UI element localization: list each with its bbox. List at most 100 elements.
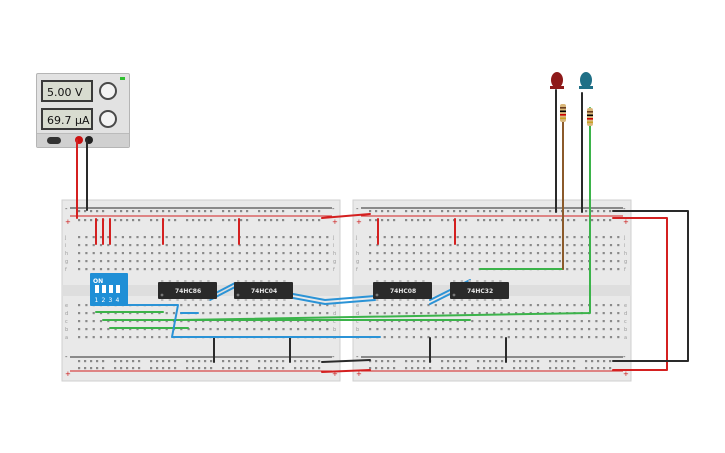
hole[interactable] (609, 328, 613, 331)
hole[interactable] (282, 219, 285, 222)
hole[interactable] (264, 219, 267, 222)
hole[interactable] (156, 219, 159, 222)
hole[interactable] (420, 244, 423, 247)
hole[interactable] (92, 312, 95, 315)
hole[interactable] (529, 252, 532, 255)
hole[interactable] (85, 328, 88, 331)
hole[interactable] (99, 312, 103, 315)
hole[interactable] (375, 360, 378, 363)
hole[interactable] (485, 304, 488, 307)
hole[interactable] (270, 360, 273, 363)
hole[interactable] (260, 252, 263, 255)
hole[interactable] (120, 219, 123, 222)
hole[interactable] (172, 252, 176, 255)
hole[interactable] (551, 244, 554, 247)
hole[interactable] (114, 210, 117, 213)
hole[interactable] (114, 320, 117, 323)
hole[interactable] (369, 304, 372, 307)
hole[interactable] (442, 328, 445, 331)
hole[interactable] (174, 210, 177, 213)
hole[interactable] (495, 367, 498, 370)
hole[interactable] (326, 328, 329, 331)
hole[interactable] (234, 360, 237, 363)
hole[interactable] (158, 260, 161, 263)
hole[interactable] (405, 252, 408, 255)
hole[interactable] (114, 360, 117, 363)
hole[interactable] (312, 367, 315, 370)
hole[interactable] (297, 260, 300, 263)
hole[interactable] (515, 304, 518, 307)
hole[interactable] (522, 320, 525, 323)
hole[interactable] (210, 360, 213, 363)
hole[interactable] (390, 236, 394, 239)
hole[interactable] (276, 360, 279, 363)
hole[interactable] (544, 252, 547, 255)
hole[interactable] (515, 328, 518, 331)
hole[interactable] (513, 210, 516, 213)
hole[interactable] (304, 244, 307, 247)
hole[interactable] (405, 244, 408, 247)
hole[interactable] (544, 304, 547, 307)
hole[interactable] (260, 268, 263, 271)
power-supply[interactable]: 5.00 V 69.7 µA (36, 73, 130, 148)
hole[interactable] (151, 268, 154, 271)
hole[interactable] (522, 312, 525, 315)
hole[interactable] (434, 236, 437, 239)
wire-rail-loop-red[interactable] (612, 217, 668, 371)
hole[interactable] (390, 244, 394, 247)
hole[interactable] (383, 320, 386, 323)
hole[interactable] (489, 367, 492, 370)
hole[interactable] (300, 360, 303, 363)
hole[interactable] (121, 236, 124, 239)
hole[interactable] (92, 252, 95, 255)
hole[interactable] (194, 320, 197, 323)
hole[interactable] (456, 336, 459, 339)
hole[interactable] (143, 268, 146, 271)
hole[interactable] (114, 236, 117, 239)
hole[interactable] (369, 320, 372, 323)
hole[interactable] (405, 304, 408, 307)
hole[interactable] (275, 304, 278, 307)
hole[interactable] (471, 336, 474, 339)
hole[interactable] (216, 312, 219, 315)
hole[interactable] (216, 260, 219, 263)
hole[interactable] (78, 312, 81, 315)
hole[interactable] (260, 312, 263, 315)
hole[interactable] (465, 360, 468, 363)
hole[interactable] (617, 304, 620, 307)
hole[interactable] (595, 260, 598, 263)
hole[interactable] (326, 260, 329, 263)
hole[interactable] (99, 244, 103, 247)
hole[interactable] (375, 219, 378, 222)
hole[interactable] (449, 244, 452, 247)
hole[interactable] (180, 236, 183, 239)
hole[interactable] (566, 320, 569, 323)
hole[interactable] (85, 268, 88, 271)
ic-chip[interactable] (158, 280, 217, 301)
hole[interactable] (463, 328, 467, 331)
hole[interactable] (162, 210, 165, 213)
hole[interactable] (398, 312, 401, 315)
hole[interactable] (107, 244, 110, 247)
hole[interactable] (92, 320, 95, 323)
hole[interactable] (597, 360, 600, 363)
hole[interactable] (434, 304, 437, 307)
hole[interactable] (369, 367, 372, 370)
hole[interactable] (231, 252, 234, 255)
hole[interactable] (136, 244, 139, 247)
hole[interactable] (449, 320, 452, 323)
hole[interactable] (529, 304, 532, 307)
hole[interactable] (483, 219, 486, 222)
hole[interactable] (194, 268, 197, 271)
hole[interactable] (114, 219, 117, 222)
hole[interactable] (78, 336, 81, 339)
hole[interactable] (282, 260, 285, 263)
hole[interactable] (267, 320, 270, 323)
hole[interactable] (507, 252, 510, 255)
hole[interactable] (78, 367, 81, 370)
hole[interactable] (449, 236, 452, 239)
hole[interactable] (216, 320, 219, 323)
hole[interactable] (174, 360, 177, 363)
hole[interactable] (412, 312, 415, 315)
hole[interactable] (603, 210, 606, 213)
